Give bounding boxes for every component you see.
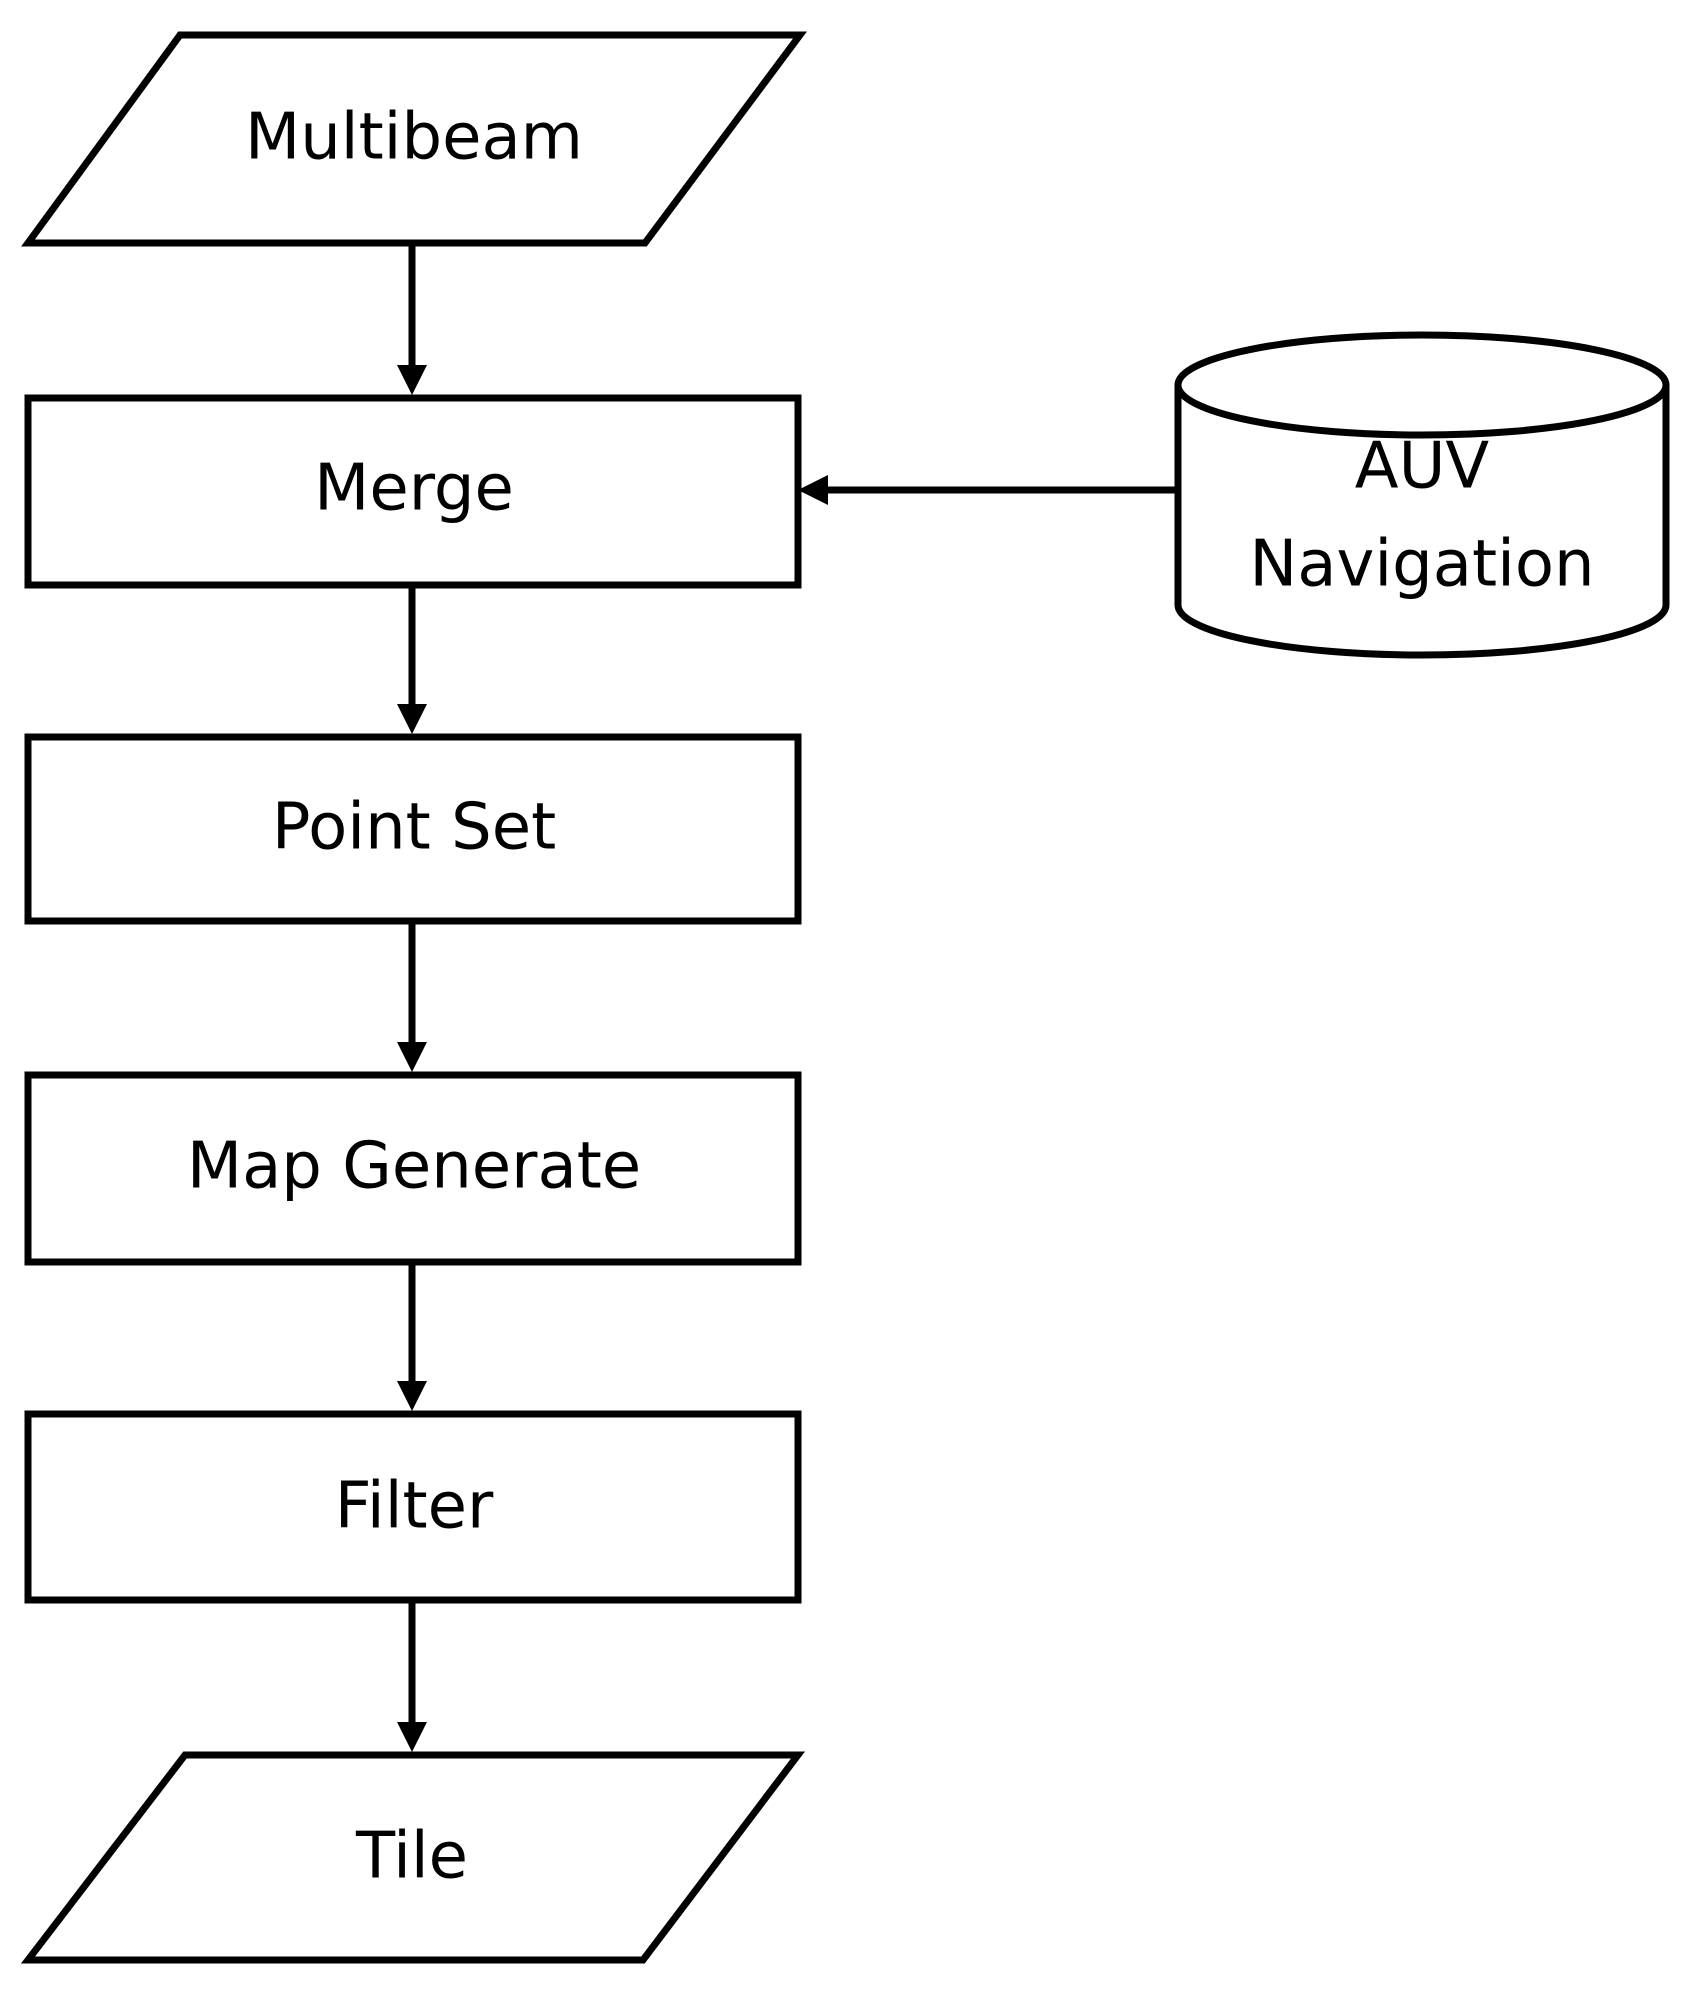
auv-navigation-cylinder-top xyxy=(1174,331,1670,439)
node-filter: Filter xyxy=(24,1410,802,1604)
point-set-label: Point Set xyxy=(272,791,556,865)
edge-multibeam-to-merge xyxy=(397,243,427,395)
tile-parallelogram xyxy=(20,1751,806,1964)
edge-filter-to-tile xyxy=(397,1600,427,1752)
node-merge: Merge xyxy=(24,394,802,589)
multibeam-label: Multibeam xyxy=(245,101,583,175)
auv-navigation-cylinder-body xyxy=(1174,385,1670,659)
filter-label: Filter xyxy=(335,1470,494,1544)
node-auv-navigation: AUV Navigation xyxy=(1174,331,1670,659)
map-generate-label: Map Generate xyxy=(187,1130,641,1204)
filter-box xyxy=(24,1410,802,1604)
point-set-box xyxy=(24,733,802,925)
merge-box xyxy=(24,394,802,589)
multibeam-parallelogram xyxy=(21,31,807,247)
merge-label: Merge xyxy=(314,452,514,526)
node-tile: Tile xyxy=(20,1751,806,1964)
node-point-set: Point Set xyxy=(24,733,802,925)
tile-label: Tile xyxy=(355,1820,468,1894)
map-generate-box xyxy=(24,1071,802,1266)
node-multibeam: Multibeam xyxy=(21,31,807,247)
node-map-generate: Map Generate xyxy=(24,1071,802,1266)
edge-merge-to-point-set xyxy=(397,585,427,734)
edge-point-set-to-map-generate xyxy=(397,921,427,1072)
auv-navigation-label-line2: Navigation xyxy=(1249,528,1594,602)
edge-auv-navigation-to-merge xyxy=(798,475,1178,505)
auv-navigation-label-line1: AUV xyxy=(1355,430,1490,504)
edge-map-generate-to-filter xyxy=(397,1262,427,1411)
